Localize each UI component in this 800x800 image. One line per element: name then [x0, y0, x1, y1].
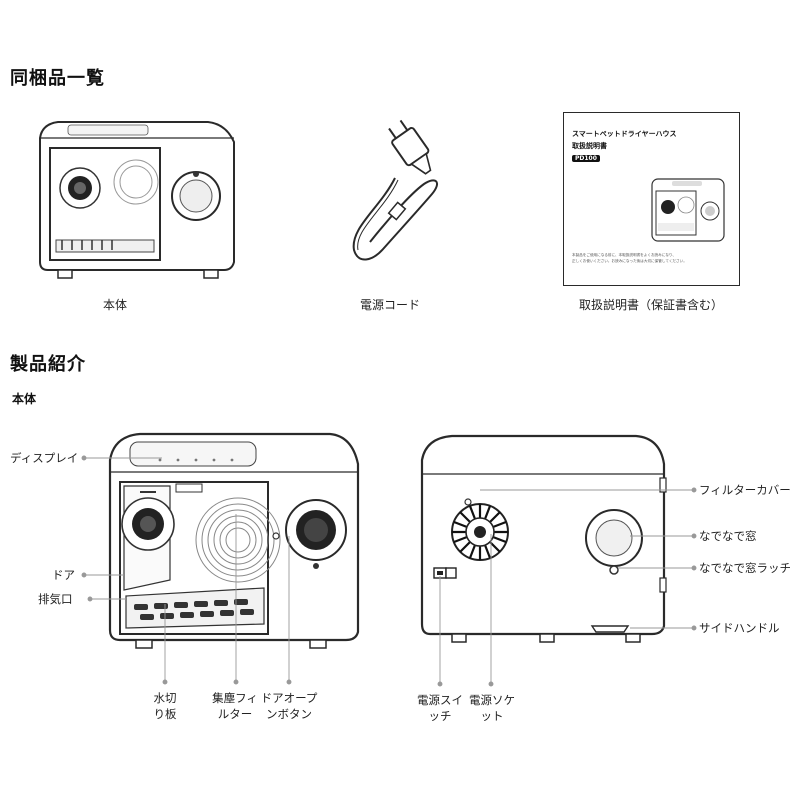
- dryer-small-illustration: [39, 121, 235, 279]
- label-door: ドア: [52, 568, 75, 582]
- manual-illustration: スマートペットドライヤーハウス 取扱説明書 PD100 本製品をご使用になる前に…: [563, 112, 740, 286]
- caption-body: 本体: [102, 298, 127, 312]
- label-filter-line2: ルター: [217, 707, 253, 721]
- section-title-contents: 同梱品一覧: [10, 68, 105, 89]
- label-filter-line1: 集塵フィ: [212, 691, 258, 705]
- section-subtitle-body: 本体: [12, 392, 37, 406]
- label-dust-filter: 集塵フィ ルター: [202, 690, 268, 722]
- power-cord-illustration: [352, 119, 439, 261]
- label-power-switch: 電源スイ ッチ: [406, 692, 474, 724]
- label-exhaust: 排気口: [38, 592, 73, 606]
- label-drain-line2: り板: [153, 707, 177, 721]
- manual-model-badge: PD100: [572, 155, 600, 162]
- label-socket-line2: ット: [480, 709, 504, 723]
- manual-footer-2: 正しくお使いください。お読みになった後は大切に保管してください。: [572, 259, 687, 263]
- label-switch-line2: ッチ: [428, 709, 452, 723]
- dryer-front-view: [108, 432, 360, 649]
- label-socket-line1: 電源ソケ: [469, 693, 515, 707]
- manual-footer-1: 本製品をご使用になる前に、本取扱説明書をよくお読みになり、: [572, 253, 676, 257]
- caption-power-cord: 電源コード: [359, 298, 420, 312]
- manual-dryer-image: [651, 178, 725, 242]
- manual-title-2: 取扱説明書: [572, 142, 607, 150]
- label-display: ディスプレイ: [10, 451, 79, 465]
- label-door-open-button: ドアオープ ンボタン: [256, 690, 322, 722]
- label-drain-line1: 水切: [153, 691, 177, 705]
- section-title-intro: 製品紹介: [10, 354, 86, 375]
- label-side-handle: サイドハンドル: [699, 621, 780, 635]
- label-door-open-line1: ドアオープ: [260, 691, 318, 705]
- label-drain-plate: 水切 り板: [145, 690, 185, 722]
- label-window-latch: なでなで窓ラッチ: [699, 561, 791, 575]
- label-filter-cover: フィルターカバー: [699, 483, 791, 497]
- label-door-open-line2: ンボタン: [266, 707, 312, 721]
- dryer-back-view: [420, 434, 667, 643]
- manual-title-1: スマートペットドライヤーハウス: [572, 130, 677, 138]
- label-switch-line1: 電源スイ: [417, 693, 463, 707]
- label-pet-window: なでなで窓: [699, 529, 757, 543]
- caption-manual: 取扱説明書（保証書含む）: [578, 298, 723, 312]
- label-power-socket: 電源ソケ ット: [458, 692, 526, 724]
